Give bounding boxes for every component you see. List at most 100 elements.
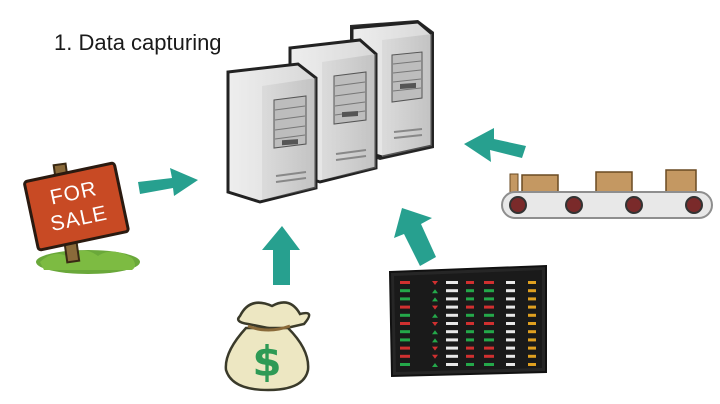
ticker-value bbox=[400, 338, 410, 342]
server-front bbox=[226, 62, 318, 204]
page-title: 1. Data capturing bbox=[54, 30, 222, 55]
ticker-value bbox=[466, 281, 474, 284]
ticker-value bbox=[484, 297, 494, 301]
arrow-ticker-to-server bbox=[394, 208, 436, 266]
money-bag-icon: $ bbox=[224, 301, 311, 392]
dollar-symbol: $ bbox=[252, 337, 281, 386]
ticker-value bbox=[484, 338, 494, 342]
ticker-value bbox=[446, 330, 458, 334]
ticker-row bbox=[400, 363, 536, 367]
ticker-value bbox=[484, 354, 494, 358]
ticker-value bbox=[446, 305, 458, 309]
ticker-value bbox=[446, 297, 458, 301]
server-stack-icon bbox=[226, 20, 434, 204]
ticker-value bbox=[484, 330, 494, 334]
ticker-value bbox=[528, 313, 536, 317]
up-arrow-icon bbox=[432, 289, 438, 294]
ticker-row bbox=[400, 281, 536, 285]
ticker-value bbox=[400, 354, 410, 358]
ticker-value bbox=[528, 363, 536, 366]
up-arrow-icon bbox=[432, 330, 438, 335]
ticker-row bbox=[400, 330, 536, 335]
ticker-value bbox=[506, 313, 515, 317]
ticker-value bbox=[528, 330, 536, 334]
ticker-value bbox=[446, 363, 458, 366]
ticker-value bbox=[484, 346, 494, 350]
up-arrow-icon bbox=[432, 297, 438, 302]
ticker-value bbox=[484, 322, 494, 325]
ticker-rows bbox=[400, 281, 536, 367]
down-arrow-icon bbox=[432, 281, 438, 285]
ticker-value bbox=[528, 346, 536, 350]
ticker-value bbox=[400, 363, 410, 366]
ticker-value bbox=[466, 338, 474, 342]
roller bbox=[509, 196, 527, 214]
ticker-row bbox=[400, 313, 536, 318]
ticker-value bbox=[484, 363, 494, 366]
ticker-value bbox=[506, 338, 515, 342]
ticker-value bbox=[400, 346, 410, 350]
ticker-value bbox=[446, 322, 458, 325]
ticker-value bbox=[400, 281, 410, 284]
box-2 bbox=[595, 171, 633, 194]
ticker-value bbox=[484, 289, 494, 293]
ticker-value bbox=[446, 338, 458, 342]
ticker-value bbox=[528, 354, 536, 358]
ticker-value bbox=[484, 281, 494, 284]
ticker-value bbox=[446, 289, 458, 293]
ticker-value bbox=[506, 363, 515, 366]
ticker-value bbox=[466, 289, 474, 293]
arrows bbox=[138, 128, 526, 285]
ticker-value bbox=[466, 313, 474, 317]
down-arrow-icon bbox=[432, 354, 438, 359]
ticker-row bbox=[400, 289, 536, 294]
box-3 bbox=[665, 169, 697, 194]
arrow-conveyor-to-server bbox=[464, 128, 526, 162]
roller bbox=[625, 196, 643, 214]
arrow-bag-to-server bbox=[262, 226, 300, 285]
ticker-value bbox=[446, 313, 458, 317]
ticker-value bbox=[400, 297, 410, 301]
ticker-value bbox=[506, 346, 515, 350]
ticker-value bbox=[506, 354, 515, 358]
ticker-value bbox=[506, 289, 515, 293]
down-arrow-icon bbox=[432, 346, 438, 351]
ticker-value bbox=[446, 346, 458, 350]
ticker-value bbox=[528, 297, 536, 301]
ticker-row bbox=[400, 346, 536, 351]
ticker-value bbox=[528, 338, 536, 342]
ticker-value bbox=[400, 289, 410, 293]
ticker-value bbox=[484, 313, 494, 317]
ticker-value bbox=[466, 305, 474, 309]
conveyor-belt-icon bbox=[501, 169, 713, 219]
ticker-value bbox=[528, 305, 536, 309]
ticker-value bbox=[400, 322, 410, 325]
for-sale-sign-icon: FOR SALE bbox=[23, 161, 140, 274]
ticker-value bbox=[466, 346, 474, 350]
ticker-value bbox=[506, 305, 515, 309]
sign-board bbox=[23, 161, 130, 252]
down-arrow-icon bbox=[432, 322, 438, 326]
ticker-row bbox=[400, 305, 536, 310]
roller bbox=[565, 196, 583, 214]
up-arrow-icon bbox=[432, 338, 438, 343]
ticker-value bbox=[506, 281, 515, 284]
ticker-value bbox=[446, 281, 458, 284]
ticker-value bbox=[528, 289, 536, 293]
ticker-value bbox=[400, 305, 410, 309]
belt bbox=[501, 191, 713, 219]
ticker-value bbox=[466, 322, 474, 325]
ticker-value bbox=[400, 330, 410, 334]
down-arrow-icon bbox=[432, 305, 438, 310]
ticker-row bbox=[400, 322, 536, 326]
up-arrow-icon bbox=[432, 313, 438, 318]
ticker-value bbox=[446, 354, 458, 358]
ticker-value bbox=[528, 322, 536, 325]
ticker-value bbox=[506, 330, 515, 334]
ticker-row bbox=[400, 354, 536, 359]
ticker-value bbox=[466, 354, 474, 358]
ticker-value bbox=[466, 363, 474, 366]
roller bbox=[685, 196, 703, 214]
